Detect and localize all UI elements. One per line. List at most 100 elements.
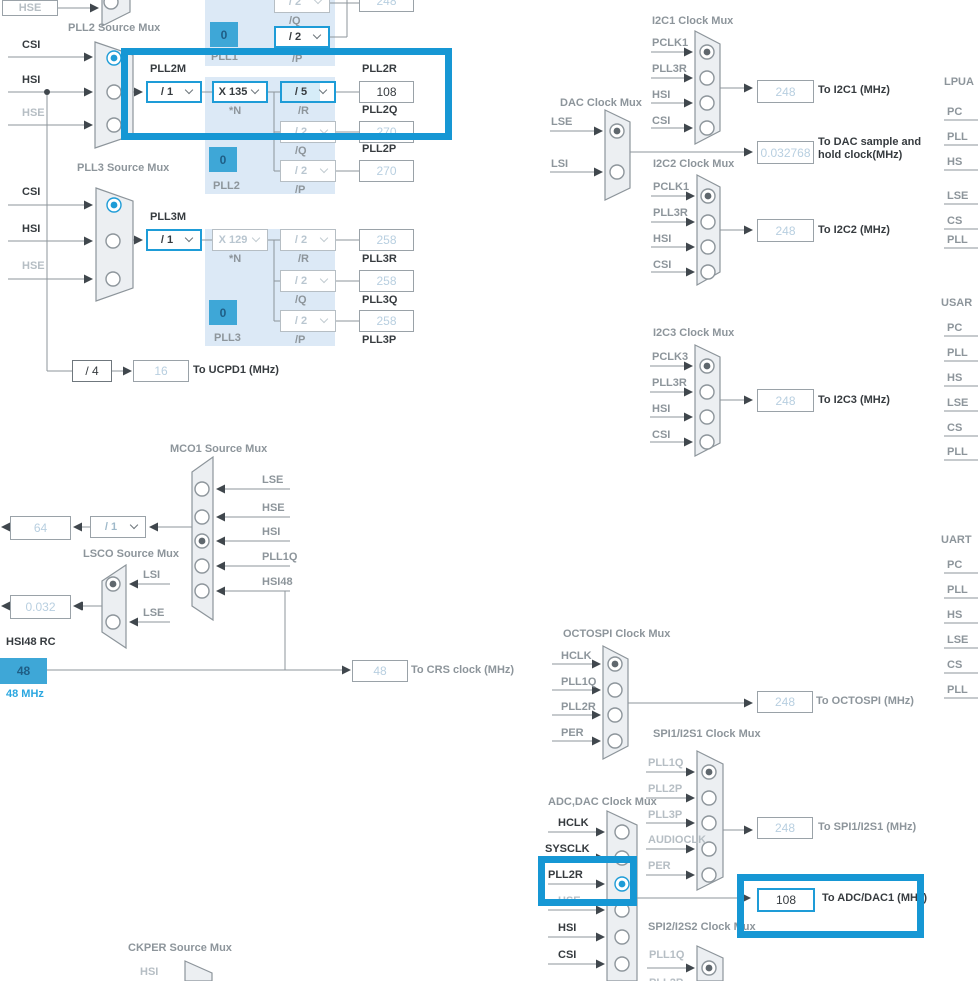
pll3-q-divider-sub: /Q (295, 294, 307, 306)
hse-input-box[interactable]: HSE (2, 0, 58, 16)
spi1-i2s1-clock-mux-radio-1[interactable] (701, 790, 717, 806)
pll2-n-multiplier[interactable]: X 135 (212, 81, 268, 103)
i2c1-clock-mux-input-arrow-icon (684, 123, 693, 133)
spi1-i2s1-clock-mux-output-arrow-icon (744, 825, 753, 835)
pll2-r-output[interactable]: 108 (359, 81, 414, 103)
spi1-i2s1-clock-mux-radio-2[interactable] (701, 815, 717, 831)
pll3-source-mux-radio-1[interactable] (105, 233, 121, 249)
mco1-source-mux-radio-3[interactable] (194, 558, 210, 574)
octospi-clock-mux-radio-0-dot (611, 660, 619, 668)
i2c2-clock-mux-radio-0-dot (704, 192, 712, 200)
mco1-source-mux-radio-1[interactable] (194, 509, 210, 525)
adc-dac-clock-mux-input-hse: HSE (558, 895, 581, 907)
pll3-r-divider[interactable]: / 2 (280, 229, 336, 251)
pll2-r-divider[interactable]: / 5 (280, 81, 336, 103)
crs-output[interactable]: 48 (352, 660, 408, 682)
octospi-clock-mux-radio-2[interactable] (607, 707, 623, 723)
i2c1-output[interactable]: 248 (757, 80, 814, 103)
i2c2-clock-mux-radio-3[interactable] (700, 264, 716, 280)
mco1-source-mux-input-pll1q: PLL1Q (262, 551, 298, 563)
mco1-source-mux-radio-0[interactable] (194, 481, 210, 497)
pll3-q-output[interactable]: 258 (359, 270, 414, 292)
lpuart-cut-item-3: LSE (947, 190, 969, 202)
i2c2-clock-mux-radio-2[interactable] (700, 239, 716, 255)
octospi-output[interactable]: 248 (757, 691, 813, 713)
octospi-clock-mux-radio-3[interactable] (607, 733, 623, 749)
arrowhead-icon (123, 366, 132, 376)
pll2-fracn[interactable]: 0 (209, 147, 237, 172)
spi1-i2s1-clock-mux-input-pll1q: PLL1Q (648, 757, 684, 769)
pll2-q-divider[interactable]: / 2 (280, 121, 336, 143)
i2c3-clock-mux-radio-0-dot (703, 362, 711, 370)
pll3-q-divider-chevron-down-icon (319, 274, 329, 284)
dac-output[interactable]: 0.032768 (757, 141, 814, 164)
pll2-source-mux-radio-0-dot (110, 54, 118, 62)
adc-dac-clock-mux-radio-4[interactable] (614, 929, 630, 945)
pll2-p-divider-value: / 2 (294, 165, 308, 177)
mco1-source-mux-radio-4[interactable] (194, 583, 210, 599)
i2c1-clock-mux-radio-3[interactable] (699, 120, 715, 136)
pll3m-divider-label: PLL3M (150, 211, 187, 223)
adc-dac-clock-mux-radio-0[interactable] (614, 824, 630, 840)
dac-clock-mux-radio-1[interactable] (609, 164, 625, 180)
pll3-r-output[interactable]: 258 (359, 229, 414, 251)
pll2-p-divider-chevron-down-icon (319, 164, 329, 174)
dac-clock-mux-input-lsi: LSI (551, 158, 569, 170)
pll2m-divider-value: / 1 (160, 86, 174, 98)
pll1-fracn[interactable]: 0 (210, 22, 238, 47)
spi1-i2s1-clock-mux-radio-4[interactable] (701, 867, 717, 883)
pll3-source-mux-radio-2[interactable] (105, 271, 121, 287)
pll3-p-divider[interactable]: / 2 (280, 310, 336, 332)
pll2m-divider[interactable]: / 1 (146, 81, 202, 103)
pll1-source-mux-radio-0[interactable] (103, 0, 119, 10)
pll3-n-multiplier[interactable]: X 129 (212, 229, 268, 251)
pll2-q-output-caption-0: PLL2Q (362, 104, 398, 116)
i2c3-clock-mux-radio-3[interactable] (699, 434, 715, 450)
mco1-divider[interactable]: / 1 (90, 516, 146, 538)
ucpd-output[interactable]: 16 (133, 360, 189, 382)
spi1-output[interactable]: 248 (757, 817, 813, 839)
pll3-fracn[interactable]: 0 (209, 300, 237, 325)
pll2-n-multiplier-chevron-down-icon (250, 85, 260, 95)
i2c3-clock-mux-output-arrow-icon (744, 395, 753, 405)
i2c2-output[interactable]: 248 (757, 219, 814, 242)
pll2-source-mux-input-arrow-icon (84, 87, 93, 97)
i2c3-clock-mux-radio-2[interactable] (699, 409, 715, 425)
adc-output[interactable]: 108 (757, 888, 815, 912)
pll3m-divider-chevron-down-icon (184, 233, 194, 243)
pll2-source-mux-input-arrow-icon (84, 120, 93, 130)
pll1-q-divider[interactable]: / 2 (274, 0, 330, 13)
lsco-output[interactable]: 0.032 (10, 595, 71, 619)
i2c1-clock-mux-input-arrow-icon (684, 47, 693, 57)
pll1-q-output[interactable]: 248 (359, 0, 414, 12)
i2c3-output[interactable]: 248 (757, 389, 814, 412)
arrowhead-icon (342, 665, 351, 675)
mco1-divider-chevron-down-icon (129, 520, 139, 530)
lsco-source-mux-radio-1[interactable] (105, 614, 121, 630)
pll3-q-divider[interactable]: / 2 (280, 270, 336, 292)
pll1-p-divider[interactable]: / 2 (274, 26, 330, 48)
pll3m-divider[interactable]: / 1 (146, 229, 202, 251)
pll3-source-mux-input-arrow-icon (84, 200, 93, 210)
spi1-i2s1-clock-mux-radio-3[interactable] (701, 841, 717, 857)
i2c3-clock-mux-radio-1[interactable] (699, 384, 715, 400)
adc-dac-clock-mux-radio-5[interactable] (614, 956, 630, 972)
i2c2-clock-mux-radio-1[interactable] (700, 214, 716, 230)
pll3-p-output[interactable]: 258 (359, 310, 414, 332)
pll2-q-output[interactable]: 270 (359, 121, 414, 143)
i2c1-clock-mux-output-arrow-icon (744, 83, 753, 93)
ucpd-output-caption-0: To UCPD1 (MHz) (193, 364, 279, 376)
i2c1-clock-mux-title: I2C1 Clock Mux (652, 15, 734, 27)
pll2-source-mux-input-csi: CSI (22, 39, 41, 51)
ucpd-divider[interactable]: / 4 (72, 360, 112, 382)
pll2-p-divider[interactable]: / 2 (280, 160, 336, 182)
i2c1-clock-mux-input-arrow-icon (684, 98, 693, 108)
i2c1-clock-mux-radio-2[interactable] (699, 95, 715, 111)
i2c1-clock-mux-radio-1[interactable] (699, 70, 715, 86)
octospi-clock-mux-radio-1[interactable] (607, 682, 623, 698)
octospi-output-caption-0: To OCTOSPI (MHz) (816, 695, 914, 707)
pll2-p-output[interactable]: 270 (359, 160, 414, 182)
octospi-clock-mux-shape (602, 645, 629, 760)
mco1-output[interactable]: 64 (10, 516, 71, 540)
pll3-p-output-caption-0: PLL3P (362, 334, 397, 346)
